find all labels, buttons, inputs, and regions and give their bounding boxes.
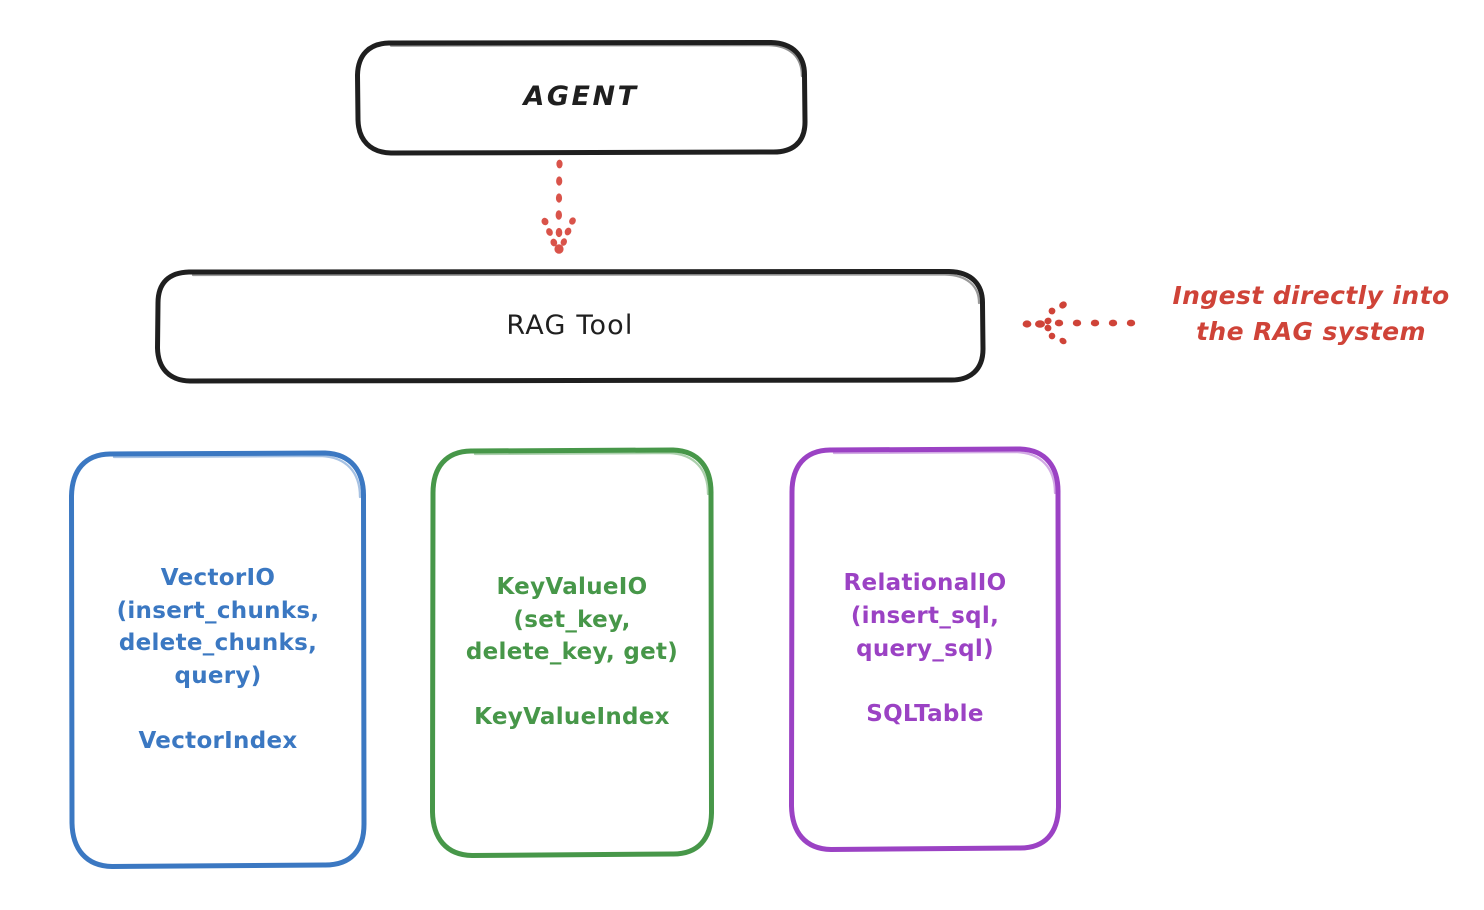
agent-to-rag-tool-arrow <box>541 159 576 254</box>
agent-label: AGENT <box>523 81 639 113</box>
ingest-annotation-text: Ingest directly into the RAG system <box>1172 281 1450 346</box>
relational-io-node[interactable]: RelationalIO (insert_sql, query_sql) SQL… <box>788 446 1062 852</box>
rag-tool-node[interactable]: RAG Tool <box>155 269 986 384</box>
vector-io-label: VectorIO (insert_chunks, delete_chunks, … <box>116 565 320 755</box>
key-value-io-label: KeyValueIO (set_key, delete_key, get) Ke… <box>465 573 679 731</box>
rag-tool-label: RAG Tool <box>506 309 634 341</box>
ingest-arrow <box>1022 301 1136 345</box>
vector-io-node[interactable]: VectorIO (insert_chunks, delete_chunks, … <box>68 450 368 870</box>
key-value-io-node[interactable]: KeyValueIO (set_key, delete_key, get) Ke… <box>429 447 715 858</box>
relational-io-label: RelationalIO (insert_sql, query_sql) SQL… <box>843 570 1007 727</box>
agent-node[interactable]: AGENT <box>355 40 808 156</box>
